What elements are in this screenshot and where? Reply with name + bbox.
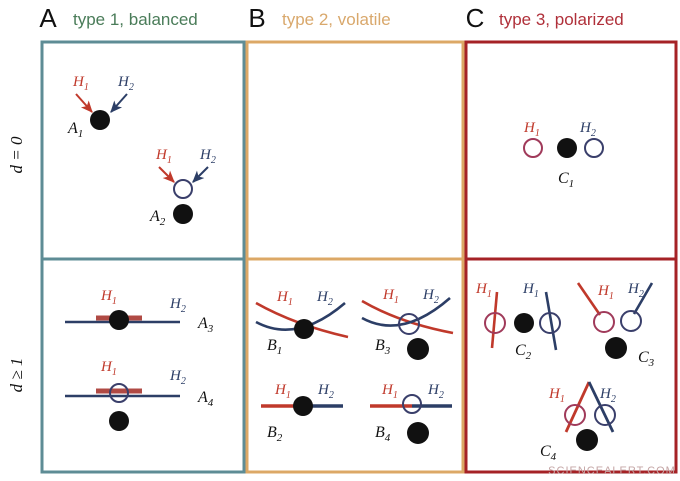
panel-c-d1-border <box>464 257 678 474</box>
open-circle-a4 <box>109 383 129 403</box>
h1-line-c3 <box>576 282 602 316</box>
open-circle-h1-c3 <box>593 311 615 333</box>
filled-dot-a3 <box>109 310 129 330</box>
filled-dot-b3 <box>407 338 429 360</box>
column-title-a: type 1, balanced <box>73 10 198 29</box>
panel-a-d1-border <box>40 257 246 474</box>
h1-arrow-a2 <box>158 166 175 183</box>
h2-curve-b3 <box>361 297 451 327</box>
column-header-a: A type 1, balanced <box>39 3 197 33</box>
diagram-a4: H1 H2 A4 <box>65 359 214 431</box>
filled-dot-c3 <box>605 337 627 359</box>
filled-dot-a4 <box>109 411 129 431</box>
diagram-b1: H1 H2 B1 <box>255 289 349 357</box>
open-circle-b3 <box>398 313 420 335</box>
h2-arrow-a1 <box>110 93 128 113</box>
open-circle-b4 <box>402 394 422 414</box>
panel-b-d1-border <box>245 257 465 474</box>
h1-arrow-a1 <box>75 93 93 113</box>
filled-dot-b2 <box>293 396 313 416</box>
h2-line-c2 <box>544 291 558 351</box>
column-header-b: B type 2, volatile <box>248 3 390 33</box>
cell-c-d1: H1 H1 C2 H1 H2 C3 H1 H2 <box>475 281 655 463</box>
diagram-c4: H1 H2 C4 <box>540 381 616 463</box>
open-circle-h2-c3 <box>620 310 642 332</box>
filled-dot-b4 <box>407 422 429 444</box>
column-title-c: type 3, polarized <box>499 10 624 29</box>
filled-dot-a2 <box>173 204 193 224</box>
open-circle-h2-c1 <box>584 138 604 158</box>
open-circle-h1-c4 <box>564 404 586 426</box>
h2-line-c3 <box>632 282 654 315</box>
column-title-b: type 2, volatile <box>282 10 391 29</box>
watermark: SCIENCEALERT.COM <box>548 465 676 477</box>
diagram-b4: H1 H2 B4 <box>370 382 452 444</box>
filled-dot-c2 <box>514 313 534 333</box>
column-letter-b: B <box>248 3 265 33</box>
column-letter-a: A <box>39 3 57 33</box>
filled-dot-c4 <box>576 429 598 451</box>
cell-b-d1: H1 H2 B1 H1 H2 B3 H1 H2 B2 H <box>255 287 454 444</box>
column-header-c: C type 3, polarized <box>466 3 624 33</box>
open-circle-h2-c2 <box>539 312 561 334</box>
open-circle-h1-c1 <box>523 138 543 158</box>
filled-dot-b1 <box>294 319 314 339</box>
h2-arrow-a2 <box>192 166 209 183</box>
row-label-d0: d = 0 <box>7 136 26 173</box>
row-label-d1: d ≥ 1 <box>7 358 26 393</box>
filled-dot-c1 <box>557 138 577 158</box>
open-circle-a2 <box>173 179 193 199</box>
h1-line-c2 <box>490 291 499 349</box>
open-circle-h2-c4 <box>594 404 616 426</box>
h1-curve-b3 <box>361 299 454 335</box>
filled-dot-a1 <box>90 110 110 130</box>
diagram-c2: H1 H1 C2 <box>475 281 561 362</box>
open-circle-h1-c2 <box>484 312 506 334</box>
column-letter-c: C <box>466 3 485 33</box>
